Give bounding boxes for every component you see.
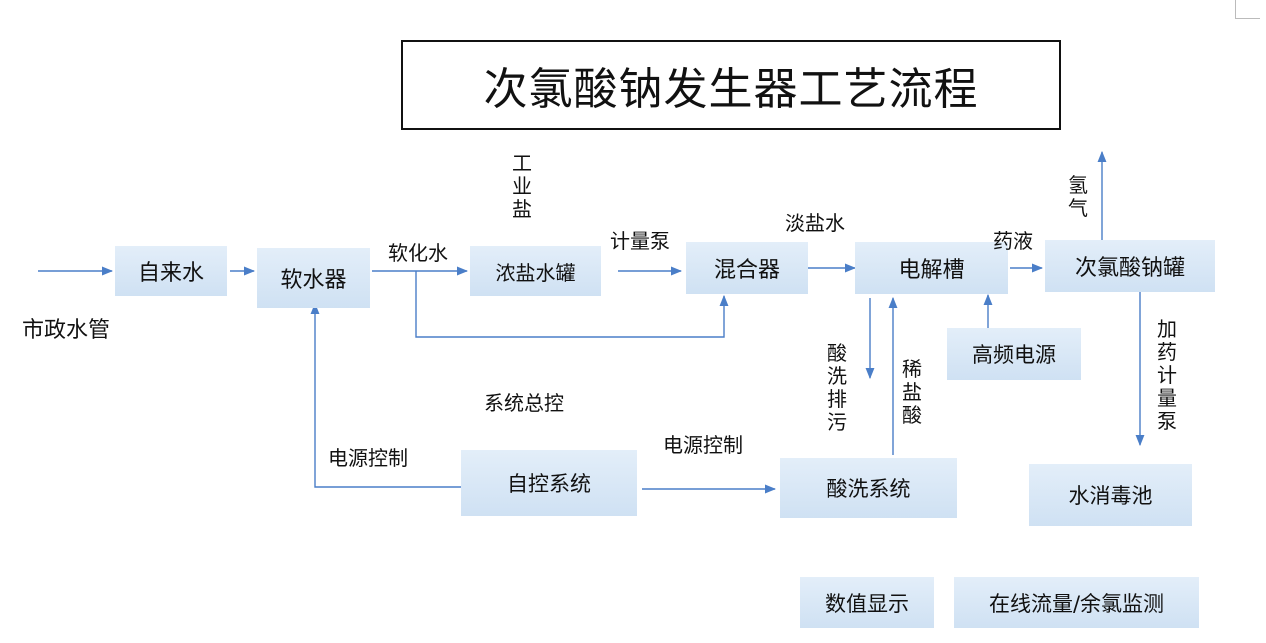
label-acid-discharge: 酸洗排污 — [827, 341, 847, 434]
node-label: 自控系统 — [507, 472, 591, 496]
title-box: 次氯酸钠发生器工艺流程 — [401, 40, 1061, 130]
node-label: 次氯酸钠罐 — [1074, 256, 1185, 281]
node-label: 在线流量/余氯监测 — [988, 591, 1165, 616]
node-label: 数值显示 — [825, 591, 909, 616]
page-title: 次氯酸钠发生器工艺流程 — [483, 64, 979, 115]
node-softener: 软水器 — [257, 248, 370, 308]
node-hypo-tank: 次氯酸钠罐 — [1045, 240, 1215, 292]
node-mixer: 混合器 — [686, 242, 808, 294]
label-power-control-mid: 电源控制 — [663, 433, 743, 457]
node-hf-power: 高频电源 — [947, 328, 1081, 380]
page-corner-mark — [1235, 0, 1260, 19]
node-label: 电解槽 — [898, 258, 965, 283]
node-display: 数值显示 — [800, 577, 934, 628]
label-industrial-salt: 工业盐 — [512, 151, 532, 221]
node-auto-control: 自控系统 — [461, 450, 637, 516]
label-metering-pump: 计量泵 — [610, 229, 670, 253]
node-label: 高频电源 — [972, 343, 1056, 367]
label-dilute-brine: 淡盐水 — [785, 211, 845, 235]
node-label: 软水器 — [280, 268, 347, 293]
node-tap-water: 自来水 — [115, 246, 227, 296]
label-system-control: 系统总控 — [484, 391, 564, 415]
label-hydrogen: 氢气 — [1068, 173, 1088, 220]
node-label: 水消毒池 — [1068, 484, 1153, 508]
node-brine-tank: 浓盐水罐 — [470, 246, 601, 296]
node-online-monitor: 在线流量/余氯监测 — [954, 577, 1199, 628]
node-label: 浓盐水罐 — [495, 260, 576, 285]
node-disinfection-pool: 水消毒池 — [1029, 464, 1192, 526]
label-municipal-pipe: 市政水管 — [22, 318, 111, 343]
arrow-bypass-to-mixer — [415, 271, 729, 338]
arrow-control-to-softener — [310, 302, 461, 488]
node-label: 混合器 — [713, 258, 780, 283]
label-dilute-hcl: 稀盐酸 — [902, 357, 922, 427]
label-solution: 药液 — [993, 229, 1033, 253]
node-acid-wash: 酸洗系统 — [780, 458, 957, 518]
label-dosing-pump: 加药计量泵 — [1157, 317, 1177, 433]
node-label: 酸洗系统 — [826, 477, 911, 501]
node-label: 自来水 — [137, 261, 204, 286]
node-electrolyzer: 电解槽 — [855, 242, 1008, 294]
label-soft-water: 软化水 — [388, 241, 448, 265]
label-power-control-left: 电源控制 — [328, 446, 408, 470]
